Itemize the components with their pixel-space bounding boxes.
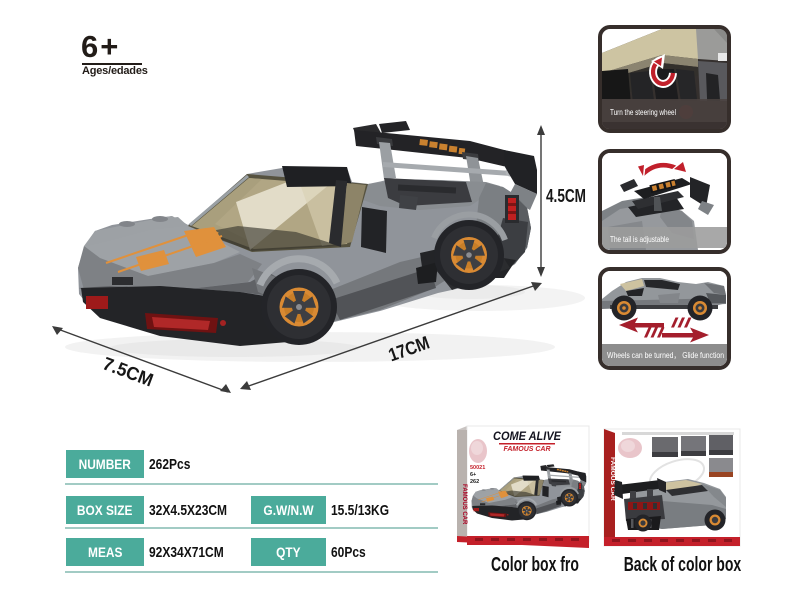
svg-text:262: 262 (470, 479, 479, 485)
svg-text:Turn the steering wheel: Turn the steering wheel (610, 108, 676, 117)
svg-text:The tail is adjustable: The tail is adjustable (610, 235, 669, 244)
svg-text:COME ALIVE: COME ALIVE (493, 431, 561, 443)
svg-text:6+: 6+ (470, 472, 476, 478)
svg-text:Wheels can be turned， Glide f: Wheels can be turned， Glide function (607, 351, 724, 360)
svg-text:FAMOUS CAR: FAMOUS CAR (609, 457, 616, 501)
svg-text:50021: 50021 (470, 465, 485, 471)
svg-text:4.5CM: 4.5CM (546, 185, 586, 206)
svg-text:FAMOUS CAR: FAMOUS CAR (503, 446, 550, 453)
svg-text:7.5CM: 7.5CM (100, 353, 156, 391)
svg-text:FAMOUS CAR: FAMOUS CAR (461, 484, 467, 525)
